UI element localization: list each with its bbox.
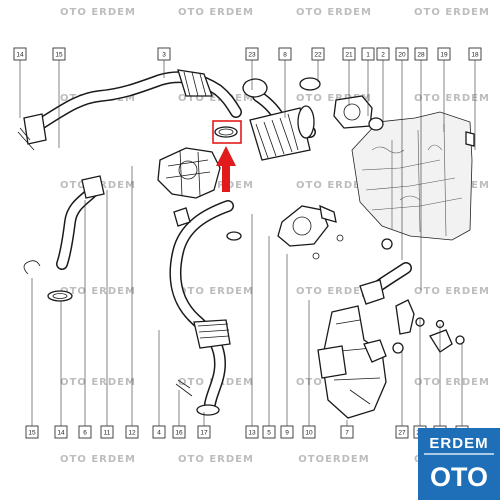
upper-intake-pipe bbox=[17, 69, 242, 151]
callout-17: 17 bbox=[197, 425, 211, 439]
callout-number: 7 bbox=[345, 429, 349, 436]
callout-number: 4 bbox=[157, 429, 161, 436]
grommet bbox=[381, 238, 393, 250]
watermark-text: OTO ERDEM bbox=[296, 7, 372, 18]
logo-text-top: ERDEM bbox=[429, 435, 488, 452]
callout-20: 20 bbox=[395, 47, 409, 61]
callout-5: 5 bbox=[262, 425, 276, 439]
callout-27: 27 bbox=[395, 425, 409, 439]
highlight-box bbox=[212, 120, 242, 144]
callout-number: 21 bbox=[345, 51, 353, 58]
callout-6: 6 bbox=[78, 425, 92, 439]
callout-row-bottom: 15146111241617135910727262524 bbox=[25, 425, 469, 439]
watermark-text: OTO ERDEM bbox=[296, 93, 372, 104]
callout-2: 2 bbox=[376, 47, 390, 61]
watermark-text: OTO ERDEM bbox=[178, 7, 254, 18]
callout-number: 6 bbox=[83, 429, 87, 436]
callout-number: 20 bbox=[398, 51, 406, 58]
callout-14: 14 bbox=[13, 47, 27, 61]
intake-bellows-hose bbox=[249, 90, 316, 161]
callout-number: 5 bbox=[267, 429, 271, 436]
callout-number: 18 bbox=[471, 51, 479, 58]
right-bracket-parts bbox=[392, 299, 465, 354]
watermark-text: OTO ERDEM bbox=[60, 377, 136, 388]
callout-number: 12 bbox=[128, 429, 136, 436]
callout-12: 12 bbox=[125, 425, 139, 439]
engine-block bbox=[351, 111, 473, 250]
watermark-text: OTO ERDEM bbox=[178, 454, 254, 465]
watermark-text: OTO ERDEM bbox=[414, 7, 490, 18]
throttle-body-housing bbox=[157, 147, 221, 199]
callout-number: 1 bbox=[366, 51, 370, 58]
callout-number: 3 bbox=[162, 51, 166, 58]
callout-number: 15 bbox=[28, 429, 36, 436]
callout-16: 16 bbox=[172, 425, 186, 439]
logo-background bbox=[418, 428, 500, 500]
callout-9: 9 bbox=[280, 425, 294, 439]
sensor-and-connectors bbox=[226, 204, 344, 260]
small-hoses-right bbox=[242, 77, 475, 147]
callout-number: 8 bbox=[283, 51, 287, 58]
callout-1: 1 bbox=[361, 47, 375, 61]
callout-15: 15 bbox=[52, 47, 66, 61]
watermark-text: OTOERDEM bbox=[298, 454, 369, 465]
watermark-text: OTO ERDEM bbox=[296, 180, 372, 191]
red-arrow bbox=[216, 146, 236, 192]
erdem-oto-logo: ERDEM OTO bbox=[418, 428, 500, 500]
callout-13: 13 bbox=[245, 425, 259, 439]
watermark-text: OTO ERDEM bbox=[296, 286, 372, 297]
callout-4: 4 bbox=[152, 425, 166, 439]
callout-14: 14 bbox=[54, 425, 68, 439]
callout-8: 8 bbox=[278, 47, 292, 61]
callout-number: 22 bbox=[314, 51, 322, 58]
callout-number: 28 bbox=[417, 51, 425, 58]
callout-number: 19 bbox=[440, 51, 448, 58]
callout-21: 21 bbox=[342, 47, 356, 61]
callout-number: 14 bbox=[16, 51, 24, 58]
callout-15: 15 bbox=[25, 425, 39, 439]
callout-number: 10 bbox=[305, 429, 313, 436]
callout-number: 16 bbox=[175, 429, 183, 436]
watermark-text: OTO ERDEM bbox=[414, 377, 490, 388]
callout-number: 23 bbox=[248, 51, 256, 58]
callout-number: 14 bbox=[57, 429, 65, 436]
left-vertical-pipe bbox=[23, 175, 105, 302]
callout-3: 3 bbox=[157, 47, 171, 61]
watermark-text: OTO ERDEM bbox=[178, 286, 254, 297]
callout-number: 15 bbox=[55, 51, 63, 58]
logo-text-bottom: OTO bbox=[430, 462, 488, 492]
callout-19: 19 bbox=[437, 47, 451, 61]
callout-number: 27 bbox=[398, 429, 406, 436]
watermark-text: OTO ERDEM bbox=[414, 93, 490, 104]
watermark-text: OTO ERDEM bbox=[60, 454, 136, 465]
callout-number: 9 bbox=[285, 429, 289, 436]
lower-intake-pipe bbox=[169, 200, 234, 416]
watermark-text: OTO ERDEM bbox=[60, 7, 136, 18]
callout-28: 28 bbox=[414, 47, 428, 61]
leader-lines bbox=[19, 60, 476, 426]
callout-7: 7 bbox=[340, 425, 354, 439]
callout-number: 13 bbox=[248, 429, 256, 436]
callout-18: 18 bbox=[468, 47, 482, 61]
watermark-text: OTO ERDEM bbox=[60, 286, 136, 297]
callout-number: 2 bbox=[381, 51, 385, 58]
resonator-duct bbox=[317, 262, 412, 419]
watermark-text: OTO ERDEM bbox=[178, 93, 254, 104]
watermark-text: OTO ERDEM bbox=[414, 286, 490, 297]
callout-10: 10 bbox=[302, 425, 316, 439]
callout-23: 23 bbox=[245, 47, 259, 61]
callout-number: 17 bbox=[200, 429, 208, 436]
highlighted-clamp bbox=[212, 120, 242, 192]
callout-11: 11 bbox=[100, 425, 114, 439]
callout-number: 11 bbox=[104, 429, 111, 436]
callout-22: 22 bbox=[311, 47, 325, 61]
bellows-ribs bbox=[255, 113, 299, 159]
